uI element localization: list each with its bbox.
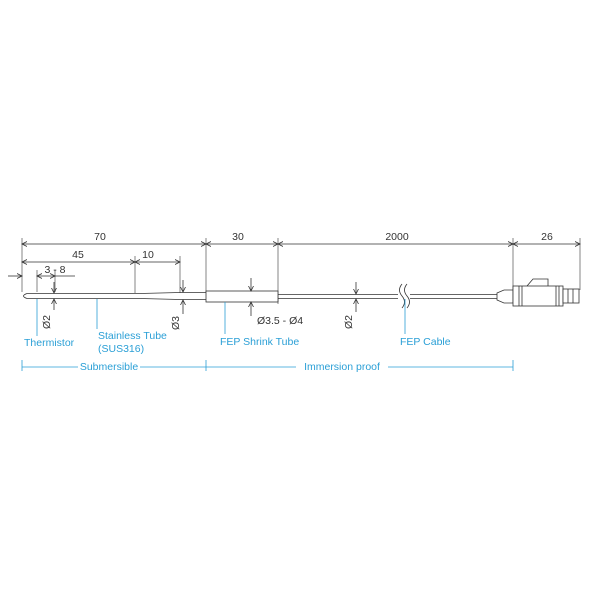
dia-3: Ø3 (170, 316, 182, 330)
fep-shrink-tube-body (205, 290, 279, 303)
label-stainless-tube-material: (SUS316) (98, 343, 144, 355)
region-brackets (21, 360, 514, 371)
label-stainless-tube: Stainless Tube (98, 330, 167, 342)
dim-70: 70 (94, 231, 106, 243)
label-fep-shrink-tube: FEP Shrink Tube (220, 336, 299, 348)
diameter-callouts (54, 278, 356, 316)
probe-body (23, 292, 206, 300)
dim-30: 30 (232, 231, 244, 243)
dim-10: 10 (142, 249, 154, 261)
label-submersible: Submersible (80, 361, 139, 373)
label-immersion-proof: Immersion proof (304, 361, 380, 373)
dimension-lines (8, 244, 580, 276)
dia-2-tip: Ø2 (41, 315, 53, 329)
dia-shrink-tube: Ø3.5 - Ø4 (257, 315, 303, 327)
label-fep-cable: FEP Cable (400, 336, 451, 348)
label-leaders (36, 299, 406, 336)
connector-plug (496, 278, 580, 307)
dim-2000: 2000 (385, 231, 409, 243)
dim-45: 45 (72, 249, 84, 261)
dim-26: 26 (541, 231, 553, 243)
dim-3-8: 3 - 8 (44, 264, 65, 276)
fep-cable-body (278, 283, 497, 309)
dia-2-cable: Ø2 (343, 315, 355, 329)
label-thermistor: Thermistor (24, 337, 75, 349)
